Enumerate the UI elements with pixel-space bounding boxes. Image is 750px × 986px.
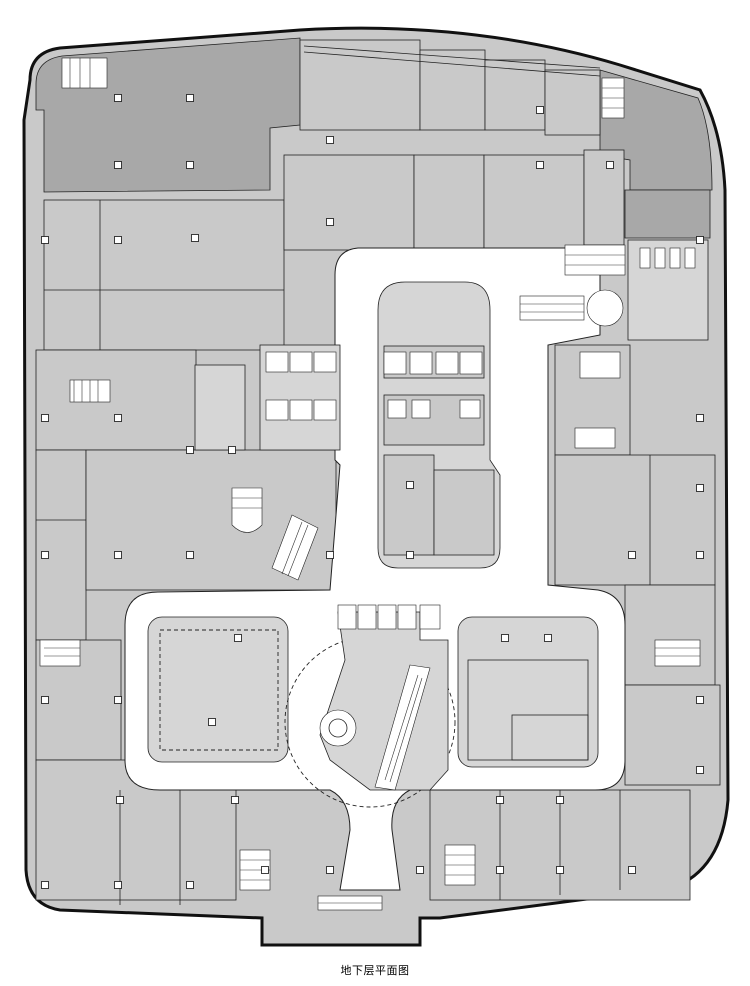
restroom-core-right [586,239,709,341]
stair-right-lower [654,639,701,667]
shop-row-top [299,39,601,136]
column-marker [261,866,269,874]
column-marker [326,136,334,144]
stair-left-lower [39,639,81,667]
column-marker [114,161,122,169]
service-area-top-right [599,69,713,191]
island-lower-left [147,616,289,763]
stair-right-mid [574,351,621,449]
column-marker [628,551,636,559]
plan-caption: 地下层平面图 [340,964,410,977]
column-marker [536,161,544,169]
structural-columns [41,94,704,889]
column-marker [186,94,194,102]
column-marker [326,551,334,559]
column-marker [406,551,414,559]
shop-left-1 [35,349,197,451]
column-marker [326,218,334,226]
column-marker [41,414,49,422]
escalator-left-diagonal [271,514,319,581]
island-lower-right [457,616,599,768]
basement-floor-plan [22,26,730,947]
shop-upper-mid-1 [283,154,415,251]
column-marker [114,94,122,102]
stair-top-left [61,57,108,89]
column-marker [501,634,509,642]
column-marker [116,796,124,804]
atrium-shop-fronts [337,604,441,630]
column-marker [208,718,216,726]
shop-upper-mid-3 [483,154,585,251]
column-marker [41,236,49,244]
column-marker [696,484,704,492]
column-marker [628,866,636,874]
stair-left-upper [69,379,111,403]
column-marker [114,551,122,559]
column-marker [186,881,194,889]
escalator-central [374,664,431,791]
stair-top-right [601,77,625,119]
column-marker [544,634,552,642]
column-marker [114,696,122,704]
column-marker [696,766,704,774]
shop-right-4 [624,684,721,786]
column-marker [696,414,704,422]
stair-bottom-right [444,844,476,886]
column-marker [114,414,122,422]
column-marker [696,696,704,704]
shop-upper-left [43,199,285,351]
column-marker [326,866,334,874]
column-marker [406,481,414,489]
column-marker [696,551,704,559]
column-marker [41,551,49,559]
escalator-top-right [564,244,626,276]
shop-left-2 [35,449,87,641]
column-marker [186,161,194,169]
column-marker [114,236,122,244]
column-marker [186,446,194,454]
column-marker [696,236,704,244]
escalator-upper-right [519,295,585,321]
column-marker [114,881,122,889]
column-marker [496,796,504,804]
column-marker [231,796,239,804]
column-marker [496,866,504,874]
partition-lines [36,200,651,905]
shop-right-3 [624,584,716,686]
column-marker [556,866,564,874]
shop-right-2 [554,454,716,586]
column-marker [41,881,49,889]
escalator-bottom-entrance [317,895,383,911]
column-marker [556,796,564,804]
stair-curved-left [231,487,263,533]
spiral-stair [319,709,357,747]
column-marker [228,446,236,454]
column-marker [41,696,49,704]
shop-upper-mid-2 [413,154,485,251]
column-marker [186,551,194,559]
column-marker [416,866,424,874]
column-marker [606,161,614,169]
column-marker [191,234,199,242]
column-marker [234,634,242,642]
column-marker [536,106,544,114]
